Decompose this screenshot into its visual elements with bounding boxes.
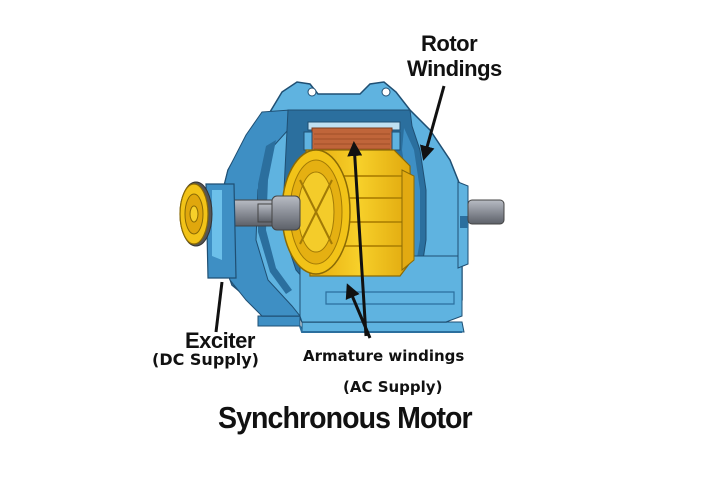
armature-windings-label-line1: Armature windings bbox=[303, 347, 465, 365]
rotor-windings-coil bbox=[303, 121, 401, 155]
output-shaft bbox=[467, 199, 505, 225]
armature-windings-label-line2: (AC Supply) bbox=[343, 378, 443, 396]
exciter-label-line1: Exciter bbox=[185, 328, 255, 353]
armature-arrow-housing bbox=[345, 283, 372, 339]
diagram-title: Synchronous Motor bbox=[218, 400, 473, 435]
armature-arrow-top bbox=[347, 141, 368, 337]
exciter-label-line2: (DC Supply) bbox=[152, 350, 259, 369]
exciter-unit bbox=[179, 181, 237, 279]
rotor-windings-label-line1: Rotor bbox=[421, 31, 478, 56]
rotor-assembly bbox=[281, 149, 415, 277]
annotation-arrows bbox=[214, 85, 446, 339]
lifting-eye-hole bbox=[381, 87, 391, 97]
rotor-windings-arrow bbox=[419, 85, 446, 161]
motor-shaft bbox=[227, 195, 505, 231]
rotor-windings-label-line2: Windings bbox=[407, 56, 502, 81]
exciter-pointer-line bbox=[214, 281, 224, 333]
lifting-eye-hole bbox=[307, 87, 317, 97]
